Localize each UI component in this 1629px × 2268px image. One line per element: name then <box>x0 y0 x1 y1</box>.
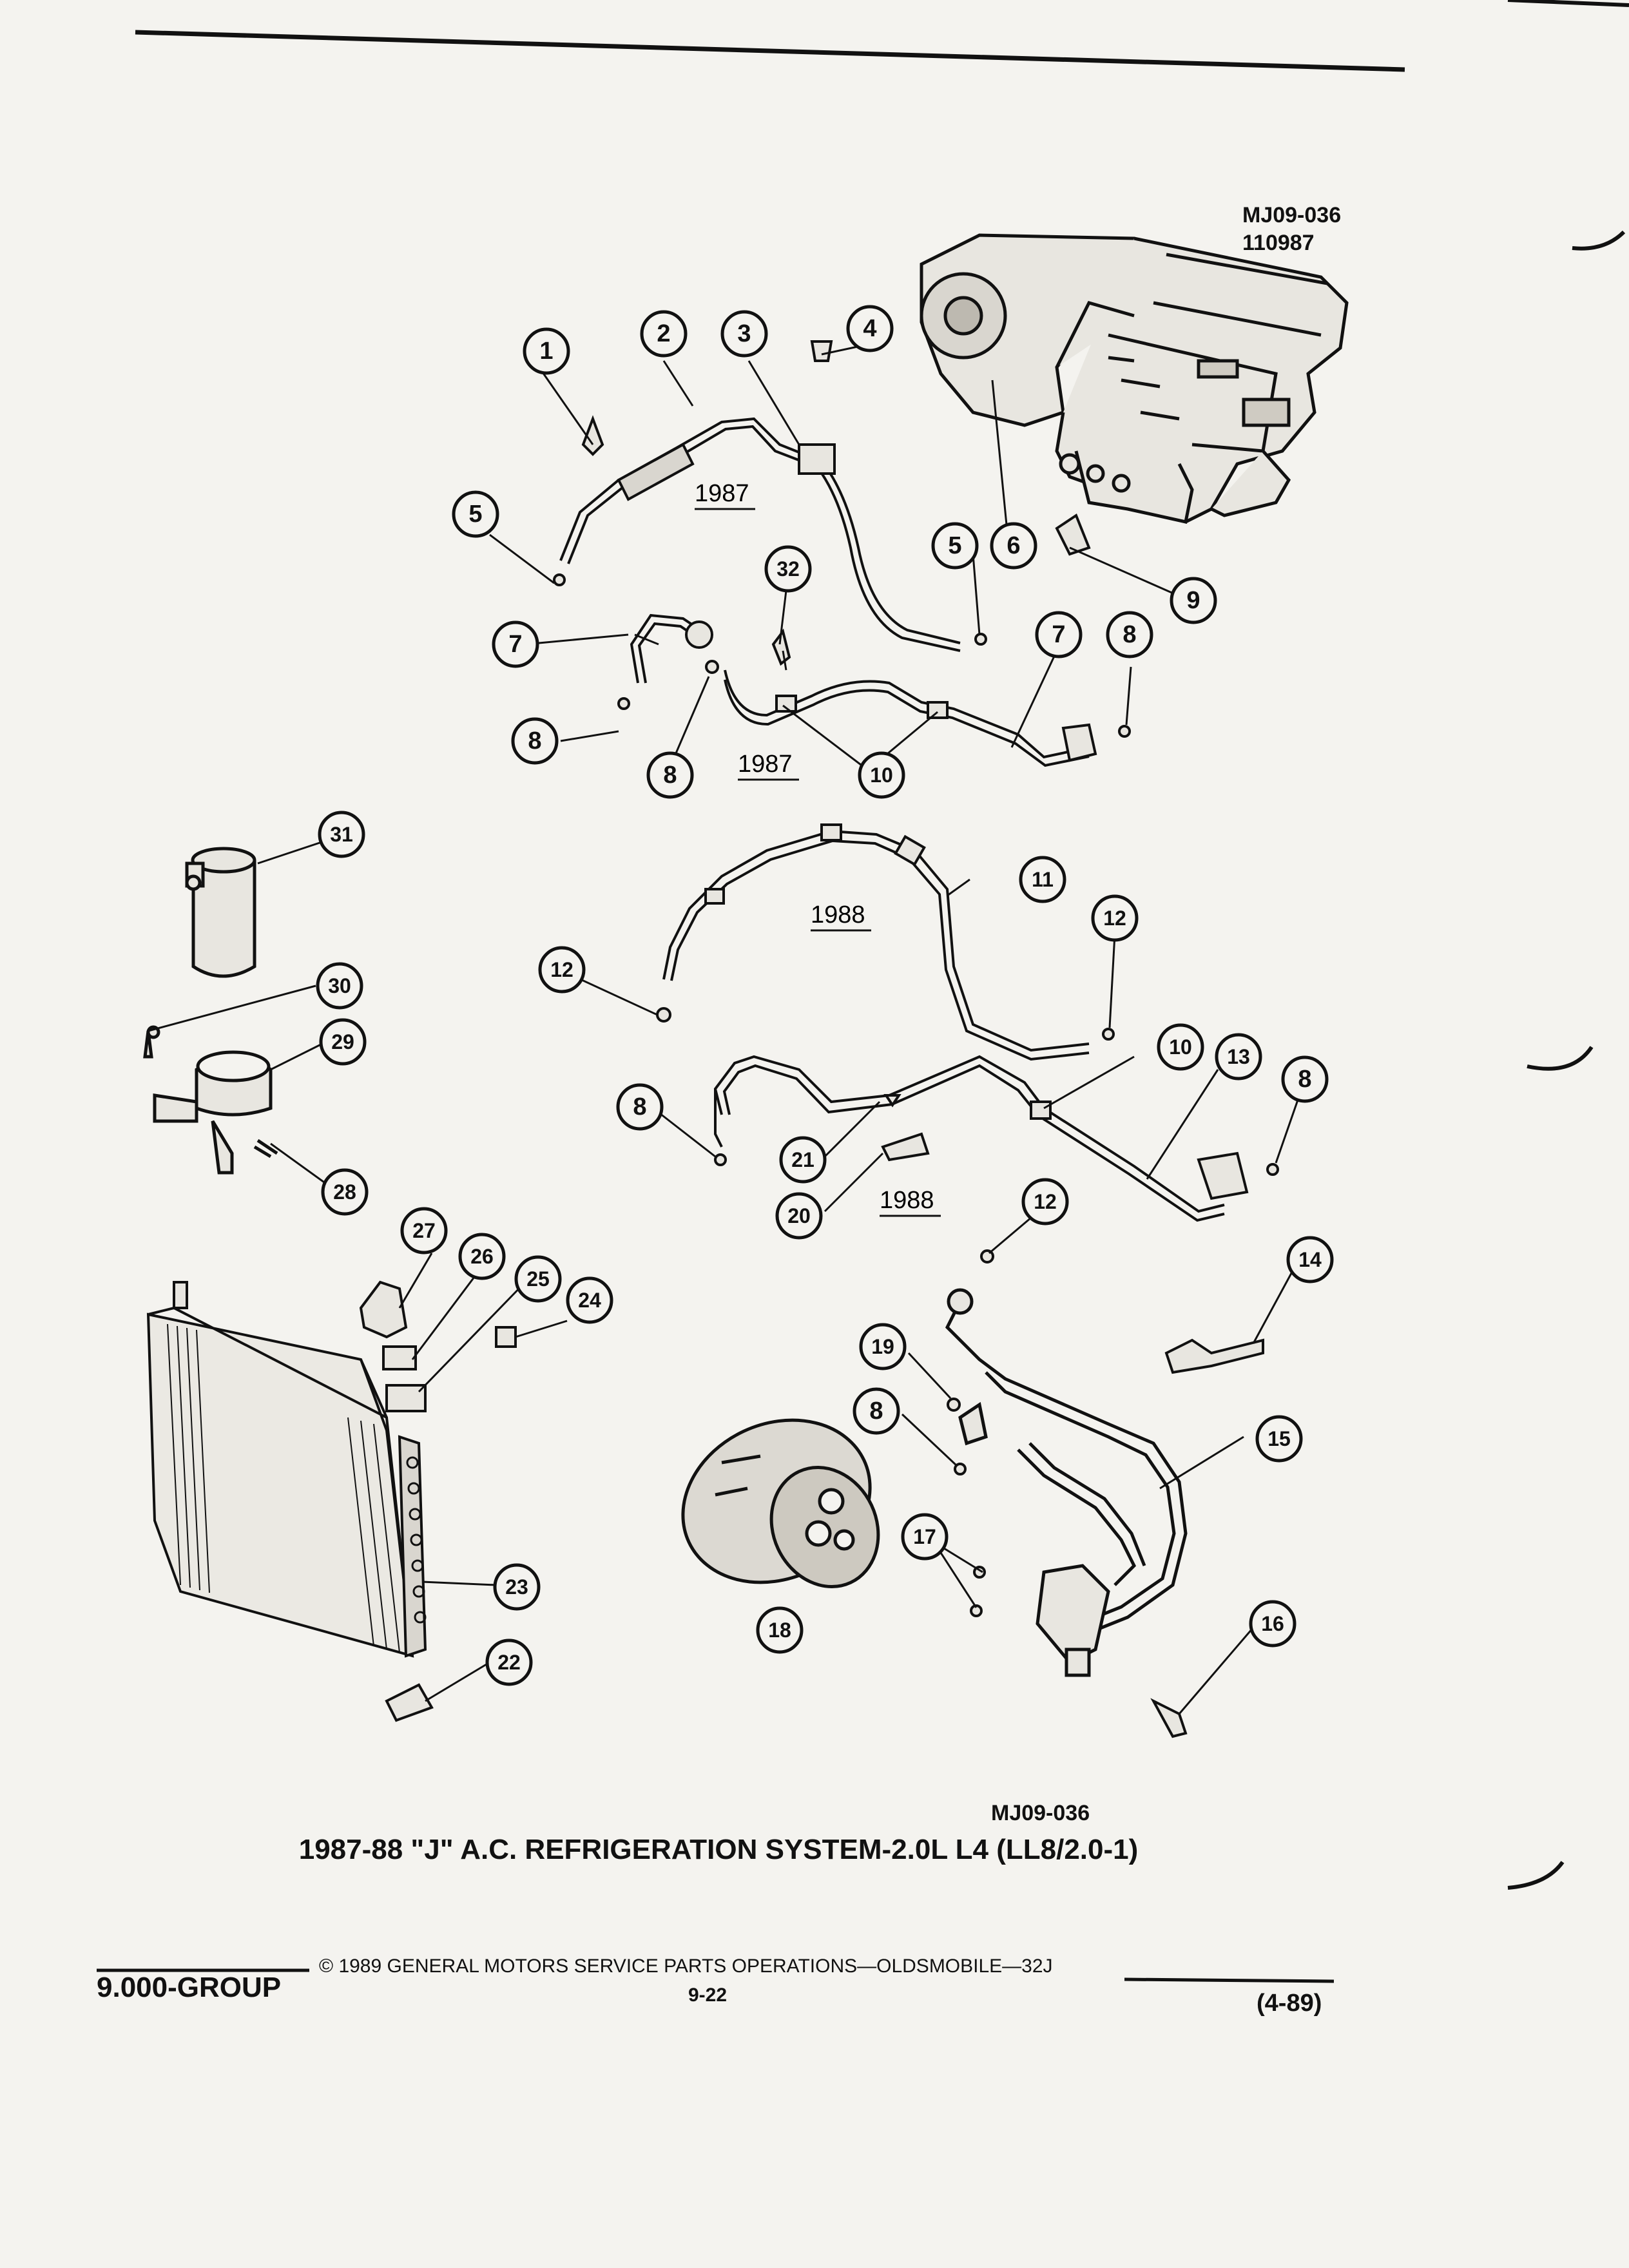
bolt-16 <box>1150 1698 1188 1738</box>
callout-12a: 12 <box>550 958 574 981</box>
callout-25: 25 <box>526 1267 550 1291</box>
callout-10b: 10 <box>1169 1035 1192 1059</box>
callout-17: 17 <box>913 1525 936 1548</box>
callout-2: 2 <box>657 320 670 347</box>
footer-rule-right <box>1124 1977 1335 1983</box>
callout-21: 21 <box>791 1148 815 1171</box>
callout-27: 27 <box>412 1219 436 1242</box>
drawing-code-date: 110987 <box>1242 231 1315 255</box>
callout-5a: 5 <box>468 501 482 528</box>
bracket-29 <box>143 1025 278 1175</box>
callout-8b: 8 <box>528 727 541 754</box>
callout-19: 19 <box>871 1335 894 1358</box>
tube-13-1988 <box>713 1055 1249 1222</box>
hose-15 <box>945 1288 1188 1677</box>
callout-7b: 7 <box>1052 621 1065 648</box>
diagram-caption: 1987-88 "J" A.C. REFRIGERATION SYSTEM-2.… <box>299 1834 1139 1865</box>
callout-7a: 7 <box>508 631 522 658</box>
callout-29: 29 <box>331 1030 354 1053</box>
callout-31: 31 <box>330 823 353 846</box>
scan-marks <box>1507 0 1629 1890</box>
callout-1: 1 <box>539 338 553 365</box>
tube-7-left <box>630 613 713 684</box>
callout-13: 13 <box>1227 1045 1250 1068</box>
footer-group: 9.000-GROUP <box>97 1972 282 2003</box>
year-label-1988-top: 1988 <box>811 901 865 928</box>
compressor <box>681 1418 880 1588</box>
receiver-dehydrator <box>185 847 256 978</box>
callout-32: 32 <box>776 557 800 581</box>
year-labels: 1987 1987 1988 1988 <box>695 480 941 1217</box>
callout-30: 30 <box>328 974 351 997</box>
callout-circles <box>316 305 1334 1686</box>
callout-8f: 8 <box>633 1093 646 1120</box>
callout-20: 20 <box>787 1204 811 1227</box>
callout-8c: 8 <box>663 762 677 789</box>
callout-8e: 8 <box>869 1398 883 1425</box>
tube-11-1988 <box>662 823 1090 1061</box>
small-parts-condenser <box>359 1280 517 1722</box>
callout-9: 9 <box>1186 587 1200 614</box>
year-label-1988-mid: 1988 <box>880 1187 934 1214</box>
callout-8a: 8 <box>1123 621 1136 648</box>
footer-page: 9-22 <box>688 1984 728 2006</box>
callout-15: 15 <box>1268 1427 1291 1450</box>
callout-11: 11 <box>1032 868 1054 891</box>
tube-7-right <box>724 669 1097 767</box>
callout-10a: 10 <box>870 764 893 787</box>
drawing-code-top: MJ09-036 <box>1242 203 1341 227</box>
drawing-code-bottom: MJ09-036 <box>991 1801 1090 1825</box>
callout-26: 26 <box>470 1245 494 1268</box>
callout-23: 23 <box>505 1575 528 1599</box>
callout-3: 3 <box>737 320 751 347</box>
year-label-1987-mid: 1987 <box>738 751 793 778</box>
footer-copyright: © 1989 GENERAL MOTORS SERVICE PARTS OPER… <box>319 1956 1053 1977</box>
tube-2-1987 <box>559 417 961 652</box>
callout-6: 6 <box>1007 532 1020 559</box>
callout-8d: 8 <box>1298 1066 1311 1093</box>
callout-24: 24 <box>578 1289 601 1312</box>
callout-12b: 12 <box>1103 907 1126 930</box>
callout-5b: 5 <box>948 532 961 559</box>
year-label-1987-top: 1987 <box>695 480 749 507</box>
callout-14: 14 <box>1298 1248 1322 1271</box>
callout-numbers: 1 2 3 4 5 5 6 7 7 8 8 8 9 10 10 11 12 12… <box>328 315 1322 1674</box>
callout-22: 22 <box>497 1651 521 1674</box>
top-rule <box>135 30 1405 72</box>
callout-12c: 12 <box>1034 1190 1057 1213</box>
bracket-14 <box>1164 1338 1264 1374</box>
callout-28: 28 <box>333 1180 356 1204</box>
footer-date: (4-89) <box>1257 1990 1322 2017</box>
condenser <box>146 1281 427 1658</box>
callout-16: 16 <box>1261 1612 1284 1635</box>
callout-4: 4 <box>863 315 876 342</box>
evaporator-module <box>920 233 1349 524</box>
leader-lines <box>148 343 1303 1715</box>
callout-18: 18 <box>768 1619 791 1642</box>
